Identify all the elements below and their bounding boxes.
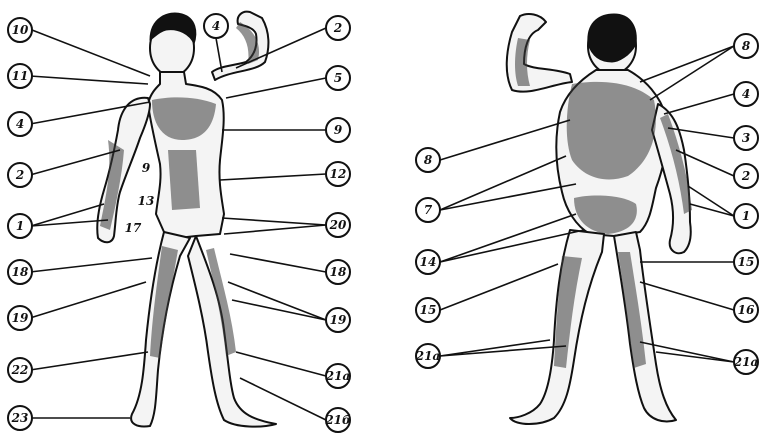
- label-front-9-right: 9: [326, 118, 350, 142]
- svg-text:4: 4: [742, 87, 750, 101]
- svg-text:11: 11: [12, 69, 29, 83]
- back-figure: [507, 14, 692, 424]
- svg-text:2: 2: [333, 21, 342, 35]
- svg-text:12: 12: [330, 167, 347, 181]
- label-back-4: 4: [734, 82, 758, 106]
- label-front-19-left: 19: [8, 306, 32, 330]
- svg-text:22: 22: [11, 363, 29, 377]
- svg-text:15: 15: [420, 303, 437, 317]
- svg-text:18: 18: [330, 265, 347, 279]
- svg-text:16: 16: [738, 303, 755, 317]
- svg-text:20: 20: [329, 218, 347, 232]
- svg-text:18: 18: [12, 265, 29, 279]
- label-back-14: 14: [416, 250, 440, 274]
- label-front-11: 11: [8, 64, 32, 88]
- svg-text:4: 4: [16, 117, 24, 131]
- svg-text:10: 10: [12, 23, 29, 37]
- label-front-22: 22: [8, 358, 32, 382]
- svg-text:14: 14: [420, 255, 437, 269]
- svg-text:3: 3: [742, 131, 750, 145]
- svg-text:23: 23: [11, 411, 29, 425]
- label-front-18-right: 18: [326, 260, 350, 284]
- label-front-5: 5: [326, 66, 350, 90]
- svg-text:9: 9: [334, 123, 343, 137]
- label-back-7: 7: [416, 198, 440, 222]
- label-front-2-right: 2: [326, 16, 350, 40]
- svg-text:2: 2: [741, 169, 750, 183]
- label-front-2-left: 2: [8, 163, 32, 187]
- label-front-18-left: 18: [8, 260, 32, 284]
- label-back-15-right: 15: [734, 250, 758, 274]
- label-front-19-right: 19: [326, 308, 350, 332]
- label-front-4-left: 4: [8, 112, 32, 136]
- label-back-21a-right: 21a: [733, 350, 758, 374]
- svg-text:21б: 21б: [324, 413, 351, 427]
- label-back-1: 1: [734, 204, 758, 228]
- label-back-15-left: 15: [416, 298, 440, 322]
- svg-text:7: 7: [424, 203, 433, 217]
- svg-text:1: 1: [16, 219, 24, 233]
- svg-text:21a: 21a: [325, 369, 350, 383]
- svg-text:8: 8: [742, 39, 751, 53]
- svg-text:2: 2: [15, 168, 24, 182]
- label-back-2: 2: [734, 164, 758, 188]
- svg-text:21a: 21a: [415, 349, 440, 363]
- svg-text:19: 19: [12, 311, 29, 325]
- label-front-10: 10: [8, 18, 32, 42]
- label-front-21b: 21б: [324, 408, 351, 432]
- svg-text:21a: 21a: [733, 355, 758, 369]
- svg-text:19: 19: [330, 313, 347, 327]
- svg-text:8: 8: [424, 153, 433, 167]
- svg-text:5: 5: [334, 71, 342, 85]
- label-front-13: 13: [138, 194, 155, 208]
- label-front-20: 20: [326, 213, 350, 237]
- label-front-17: 17: [125, 221, 142, 235]
- label-front-12: 12: [326, 162, 350, 186]
- svg-text:15: 15: [738, 255, 755, 269]
- label-front-23: 23: [8, 406, 32, 430]
- label-back-8-right: 8: [734, 34, 758, 58]
- svg-text:1: 1: [742, 209, 750, 223]
- label-front-9-inner: 9: [142, 161, 151, 175]
- svg-text:4: 4: [212, 19, 220, 33]
- label-front-1: 1: [8, 214, 32, 238]
- label-back-8-left: 8: [416, 148, 440, 172]
- label-back-16: 16: [734, 298, 758, 322]
- label-back-3: 3: [734, 126, 758, 150]
- label-back-21a-left: 21a: [415, 344, 440, 368]
- label-front-21a: 21a: [325, 364, 350, 388]
- label-front-4-top: 4: [204, 14, 228, 38]
